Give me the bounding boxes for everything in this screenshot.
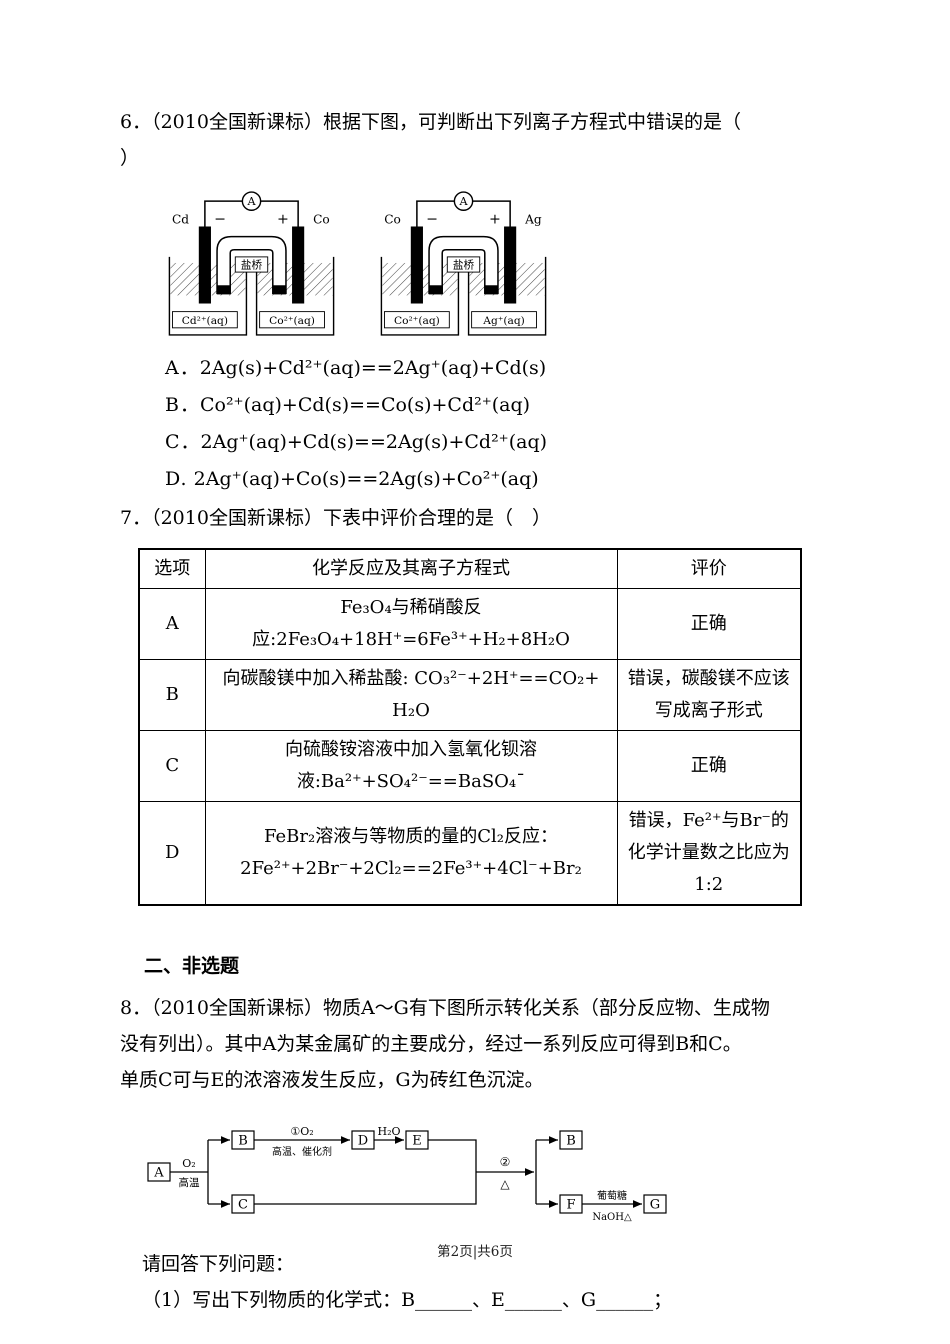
box-b2-label: B	[566, 1134, 576, 1149]
q7-col-header-evaluation: 评价	[616, 548, 802, 589]
label-o2: O₂	[182, 1157, 195, 1170]
left-solution-label: Co²⁺(aq)	[394, 314, 440, 327]
ammeter-label: A	[458, 195, 468, 208]
flow-lines	[170, 1136, 642, 1208]
box-a-label: A	[153, 1166, 164, 1181]
q7-table: 选项 化学反应及其离子方程式 评价 A Fe₃O₄与稀硝酸反应:2Fe₃O₄+1…	[138, 548, 802, 906]
cell-evaluation: 错误，碳酸镁不应该写成离子形式	[616, 659, 802, 731]
q6-cell-diagrams: 盐桥 A Cd − + Co Cd²⁺(aq) Co²⁺(aq)	[162, 190, 810, 340]
q8-prompt: 请回答下列问题：	[142, 1253, 295, 1275]
left-solution-label: Cd²⁺(aq)	[182, 314, 228, 327]
salt-bridge-label: 盐桥	[453, 259, 475, 272]
q6-options: A．2Ag(s)+Cd²⁺(aq)==2Ag⁺(aq)+Cd(s) B．Co²⁺…	[120, 350, 810, 498]
label-glucose: 葡萄糖	[597, 1189, 627, 1202]
option-formula: Co²⁺(aq)+Cd(s)==Co(s)+Cd²⁺(aq)	[199, 394, 531, 416]
q8-stem-line3: 单质C可与E的浓溶液发生反应，G为砖红色沉淀。	[120, 1069, 544, 1091]
option-formula: 2Ag⁺(aq)+Co(s)==2Ag(s)+Co²⁺(aq)	[193, 468, 539, 490]
flow-condition-labels: O₂ 高温 ①O₂ 高温、催化剂 H₂O ② △ 葡萄糖 NaOH△	[179, 1125, 632, 1223]
q7-table-row-b: B 向碳酸镁中加入稀盐酸: CO₃²⁻+2H⁺==CO₂+ H₂O 错误，碳酸镁…	[138, 659, 802, 731]
beakers	[168, 256, 335, 336]
positive-sign: +	[277, 211, 289, 227]
negative-sign: −	[426, 211, 438, 227]
q7-table-row-a: A Fe₃O₄与稀硝酸反应:2Fe₃O₄+18H⁺=6Fe³⁺+H₂+8H₂O …	[138, 588, 802, 660]
solution-labels: Co²⁺(aq) Ag⁺(aq)	[383, 311, 537, 329]
q7-table-row-d: D FeBr₂溶液与等物质的量的Cl₂反应：2Fe²⁺+2Br⁻+2Cl₂==2…	[138, 801, 802, 906]
cell-evaluation: 正确	[616, 588, 802, 660]
salt-bridge: 盐桥	[216, 235, 287, 295]
left-electrode-label: Cd	[172, 212, 189, 226]
option-formula: 2Ag⁺(aq)+Cd(s)==2Ag(s)+Cd²⁺(aq)	[200, 431, 548, 453]
box-b1-label: B	[238, 1134, 248, 1149]
electrodes	[198, 226, 305, 304]
ammeter-label: A	[246, 195, 256, 208]
q7-col-header-option: 选项	[138, 548, 206, 589]
label-gaowen: 高温	[179, 1176, 200, 1189]
negative-sign: −	[214, 211, 226, 227]
q6-option-a: A．2Ag(s)+Cd²⁺(aq)==2Ag⁺(aq)+Cd(s)	[165, 350, 810, 387]
cell-evaluation: 错误，Fe²⁺与Br⁻的化学计量数之比应为 1:2	[616, 801, 802, 906]
label-catalyst: 高温、催化剂	[272, 1145, 332, 1158]
ammeter-icon: A	[453, 191, 474, 211]
cell-reaction: 向碳酸镁中加入稀盐酸: CO₃²⁻+2H⁺==CO₂+ H₂O	[204, 659, 618, 731]
q6-option-c: C．2Ag⁺(aq)+Cd(s)==2Ag(s)+Cd²⁺(aq)	[165, 424, 810, 461]
salt-bridge: 盐桥	[428, 235, 499, 295]
flow-box-letters: A B C D E B F G	[153, 1134, 660, 1213]
box-f-label: F	[566, 1198, 575, 1213]
salt-bridge-label: 盐桥	[241, 259, 263, 272]
beakers	[380, 256, 547, 336]
option-label: D.	[165, 468, 188, 490]
galvanic-cell-diagram-1: 盐桥 A Cd − + Co Cd²⁺(aq) Co²⁺(aq)	[168, 191, 335, 336]
box-d-label: D	[358, 1134, 368, 1149]
q8-sub1: （1）写出下列物质的化学式：B______、E______、G______；	[142, 1289, 673, 1311]
option-formula: 2Ag(s)+Cd²⁺(aq)==2Ag⁺(aq)+Cd(s)	[199, 357, 547, 379]
option-label: C．	[165, 431, 201, 453]
q8-stem-line1: 8．（2010全国新课标）物质A～G有下图所示转化关系（部分反应物、生成物	[120, 997, 770, 1019]
wires	[416, 200, 511, 227]
q7-stem: 7．（2010全国新课标）下表中评价合理的是（ ）	[120, 507, 551, 529]
label-step2: ②	[500, 1155, 511, 1169]
page-footer: 第2页|共6页	[437, 1244, 513, 1260]
cell-option: B	[138, 659, 206, 731]
label-naoh: NaOH△	[592, 1212, 632, 1223]
cell-evaluation: 正确	[616, 730, 802, 802]
label-delta: △	[500, 1177, 510, 1191]
box-c-label: C	[238, 1198, 248, 1213]
box-e-label: E	[412, 1134, 422, 1149]
cell-option: C	[138, 730, 206, 802]
option-label: A．	[165, 357, 200, 379]
cell-reaction: 向硫酸铵溶液中加入氢氧化钡溶液:Ba²⁺+SO₄²⁻==BaSO₄ˉ	[204, 730, 618, 802]
right-electrode-label: Co	[313, 212, 330, 226]
q7-table-row-c: C 向硫酸铵溶液中加入氢氧化钡溶液:Ba²⁺+SO₄²⁻==BaSO₄ˉ 正确	[138, 730, 802, 802]
solution-labels: Cd²⁺(aq) Co²⁺(aq)	[171, 311, 325, 329]
galvanic-cell-diagram-2: 盐桥 A Co − + Ag Co²⁺(aq) Ag⁺(aq)	[380, 191, 547, 336]
q8-stem: 8．（2010全国新课标）物质A～G有下图所示转化关系（部分反应物、生成物 没有…	[120, 990, 810, 1098]
option-label: B．	[165, 394, 200, 416]
left-electrode-label: Co	[384, 212, 401, 226]
section-title: 二、非选题	[144, 955, 240, 977]
cell-option: A	[138, 588, 206, 660]
cell-reaction: FeBr₂溶液与等物质的量的Cl₂反应：2Fe²⁺+2Br⁻+2Cl₂==2Fe…	[204, 801, 618, 906]
right-electrode-label: Ag	[524, 212, 542, 226]
box-g-label: G	[650, 1198, 660, 1213]
positive-sign: +	[489, 211, 501, 227]
q6-stem-line2: ）	[120, 147, 140, 169]
label-h2o: H₂O	[377, 1125, 400, 1138]
q6-stem-line1: 6．（2010全国新课标）根据下图，可判断出下列离子方程式中错误的是（	[120, 111, 741, 133]
ammeter-icon: A	[241, 191, 262, 211]
wires	[204, 200, 299, 227]
cell-option: D	[138, 801, 206, 906]
q6-option-d: D. 2Ag⁺(aq)+Co(s)==2Ag(s)+Co²⁺(aq)	[165, 461, 810, 498]
right-solution-label: Co²⁺(aq)	[269, 314, 315, 327]
q7-table-header-row: 选项 化学反应及其离子方程式 评价	[138, 548, 802, 589]
flow-boxes	[147, 1130, 667, 1214]
q6-option-b: B．Co²⁺(aq)+Cd(s)==Co(s)+Cd²⁺(aq)	[165, 387, 810, 424]
label-step1-o2: ①O₂	[290, 1125, 313, 1138]
q7-col-header-reaction: 化学反应及其离子方程式	[204, 548, 618, 589]
q8-stem-line2: 没有列出）。其中A为某金属矿的主要成分，经过一系列反应可得到B和C。	[120, 1033, 742, 1055]
right-solution-label: Ag⁺(aq)	[482, 314, 525, 327]
electrodes	[410, 226, 517, 304]
q8-flow-diagram: A B C D E B F G O₂ 高温 ①O₂ 高温、催化剂 H₂O ② △…	[144, 1124, 810, 1228]
cell-reaction: Fe₃O₄与稀硝酸反应:2Fe₃O₄+18H⁺=6Fe³⁺+H₂+8H₂O	[204, 588, 618, 660]
